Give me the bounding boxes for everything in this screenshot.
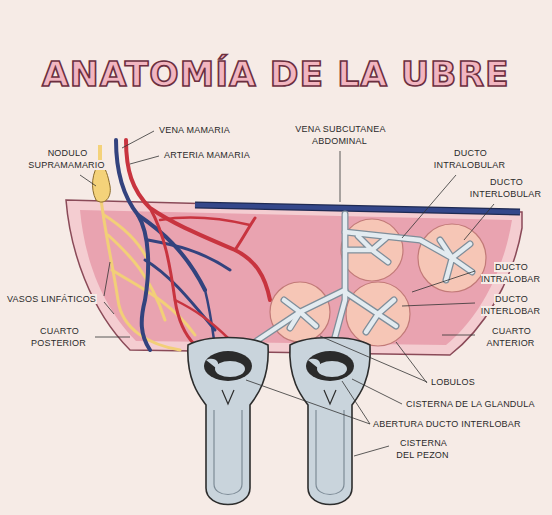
mammary-vein-part [205, 290, 214, 340]
lobules-part [341, 219, 403, 281]
leader-lines-part [402, 303, 475, 306]
subcutaneous-vein-part [195, 205, 520, 212]
part-label: CISTERNA DEL PEZON [392, 438, 454, 461]
ducts-part [240, 214, 472, 352]
subcutaneous-vein-part [195, 205, 520, 212]
teat-right-part [324, 390, 336, 404]
leader-lines-part [396, 342, 427, 383]
teat-right-part [317, 361, 347, 377]
part-label-text: DUCTO INTERLOBULAR [470, 177, 542, 199]
part-label: VENA SUBCUTANEA ABDOMINAL [290, 124, 390, 147]
teat-right-part [316, 410, 344, 495]
leader-lines-part [412, 271, 475, 292]
leader-lines-part [104, 302, 114, 314]
teat-left-part [206, 359, 218, 368]
leader-lines-part [464, 204, 494, 240]
lymph-vessels-part [108, 235, 165, 320]
leader-lines-part [340, 151, 341, 202]
leader-lines-part [130, 156, 159, 164]
teat-left-part [204, 351, 252, 381]
ducts-part-part [332, 214, 345, 348]
teat-right-part [308, 359, 320, 368]
leader-lines-part [122, 131, 154, 148]
part-label-text: VENA SUBCUTANEA ABDOMINAL [294, 124, 385, 146]
part-label-text: CISTERNA DE LA GLANDULA [405, 399, 536, 409]
leader-lines-part [402, 175, 456, 238]
lymph-node [93, 145, 111, 202]
ducts-part-part [284, 290, 345, 328]
part-label: DUCTO INTERLOBULAR [465, 177, 547, 200]
part-label: CISTERNA DE LA GLANDULA [405, 399, 536, 411]
part-label-text: ABERTURA DUCTO INTERLOBAR [372, 419, 522, 429]
part-label-text: DUCTO INTRALOBAR [481, 262, 542, 284]
teat-left [188, 338, 268, 505]
part-label-text: CISTERNA DEL PEZON [396, 438, 449, 460]
part-label-text: VENA MAMARIA [158, 125, 231, 135]
part-label: CUARTO POSTERIOR [26, 326, 92, 349]
lobules-part [346, 282, 410, 346]
ducts-part-part [284, 290, 345, 328]
part-label-text: LOBULOS [430, 377, 476, 387]
part-label: DUCTO INTRALOBAR [478, 262, 544, 285]
ducts-part-part [345, 232, 472, 280]
ducts-part-part [332, 214, 345, 348]
part-label-text: ARTERIA MAMARIA [163, 150, 251, 160]
part-label: VENA MAMARIA [158, 125, 231, 137]
part-label-text: VASOS LINFÁTICOS [6, 294, 97, 304]
mammary-artery [126, 140, 270, 345]
part-label: VASOS LINFÁTICOS [6, 294, 97, 306]
ducts-part-part [345, 236, 388, 262]
mammary-artery-part [150, 208, 195, 345]
leader-lines-part [95, 337, 130, 338]
leader-lines-part [246, 380, 370, 424]
part-label: ARTERIA MAMARIA [163, 150, 251, 162]
part-label: DUCTO INTRALOBULAR [428, 148, 512, 171]
teat-left-part [188, 338, 268, 505]
teat-right-part [290, 338, 370, 505]
part-label: LOBULOS [430, 377, 476, 389]
leader-lines-part [352, 379, 402, 404]
ducts-part-part [345, 236, 388, 262]
part-label-text: DUCTO INTRALOBULAR [434, 148, 506, 170]
teat-left-part [214, 410, 242, 495]
leader-lines-part [342, 381, 370, 424]
ducts-part-part [345, 292, 396, 332]
leader-lines-part [442, 335, 475, 336]
lobules [270, 219, 486, 346]
mammary-artery-part [175, 300, 230, 340]
part-label-text: CUARTO POSTERIOR [31, 326, 87, 348]
mammary-artery-part [160, 218, 250, 225]
leader-lines-part [320, 336, 427, 382]
part-label: ABERTURA DUCTO INTERLOBAR [372, 419, 522, 431]
subcutaneous-vein [195, 205, 520, 212]
teat-right-part [306, 351, 354, 381]
diagram-title: ANATOMÍA DE LA UBRE [42, 54, 510, 94]
ducts-part [240, 214, 472, 352]
part-label-text: NODULO SUPRAMAMARIO [28, 148, 105, 170]
leader-lines-part [104, 262, 110, 296]
mammary-vein [116, 140, 230, 350]
teat-right [290, 338, 370, 505]
part-label-text: DUCTO INTERLOBAR [481, 294, 542, 316]
leader-lines-part [80, 175, 96, 186]
ducts-part-part [345, 232, 472, 280]
teat-left-part [222, 390, 234, 404]
part-label: DUCTO INTERLOBAR [478, 294, 544, 317]
part-label: CUARTO ANTERIOR [478, 326, 544, 349]
ducts-part-part [345, 292, 396, 332]
mammary-vein-part [116, 140, 150, 350]
ducts [240, 214, 472, 352]
mammary-artery-part [126, 140, 270, 300]
teat-left-part [215, 361, 245, 377]
part-label: NODULO SUPRAMAMARIO [24, 148, 110, 171]
leader-lines-part [354, 446, 389, 456]
part-label-text: CUARTO ANTERIOR [486, 326, 535, 348]
